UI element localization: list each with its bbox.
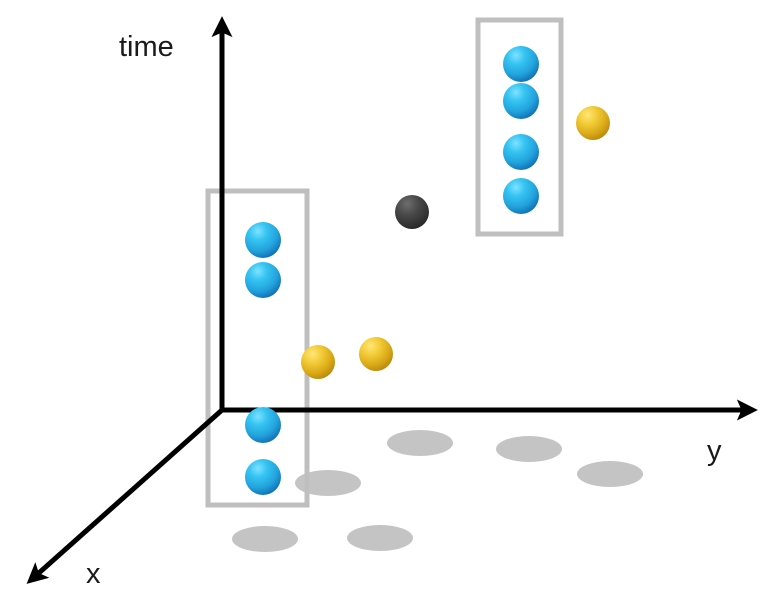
group-box-layer — [205, 17, 564, 508]
ground-shadow — [387, 430, 453, 456]
x-axis-label: x — [86, 558, 101, 590]
sphere-layer — [245, 46, 610, 495]
blue-sphere[interactable] — [503, 134, 539, 170]
ground-shadow — [577, 461, 643, 487]
yellow-sphere[interactable] — [576, 106, 610, 140]
blue-sphere[interactable] — [245, 262, 281, 298]
blue-sphere[interactable] — [245, 222, 281, 258]
x-axis-line — [26, 408, 224, 584]
dark-sphere[interactable] — [395, 195, 429, 229]
ground-shadow — [295, 470, 361, 496]
blue-sphere[interactable] — [245, 407, 281, 443]
right-group-box[interactable] — [475, 17, 564, 237]
ground-shadow — [496, 436, 562, 462]
blue-sphere[interactable] — [503, 46, 539, 82]
y-axis-label: y — [707, 435, 722, 467]
blue-sphere[interactable] — [503, 83, 539, 119]
left-group-box[interactable] — [205, 188, 310, 508]
axis-lines — [26, 16, 758, 584]
ground-shadow — [232, 526, 298, 552]
yellow-sphere[interactable] — [301, 345, 335, 379]
blue-sphere[interactable] — [245, 459, 281, 495]
blue-sphere[interactable] — [503, 178, 539, 214]
yellow-sphere[interactable] — [359, 337, 393, 371]
ground-shadow — [347, 525, 413, 551]
shadow-ellipse-group — [232, 430, 643, 552]
time-axis-label: time — [119, 31, 174, 63]
